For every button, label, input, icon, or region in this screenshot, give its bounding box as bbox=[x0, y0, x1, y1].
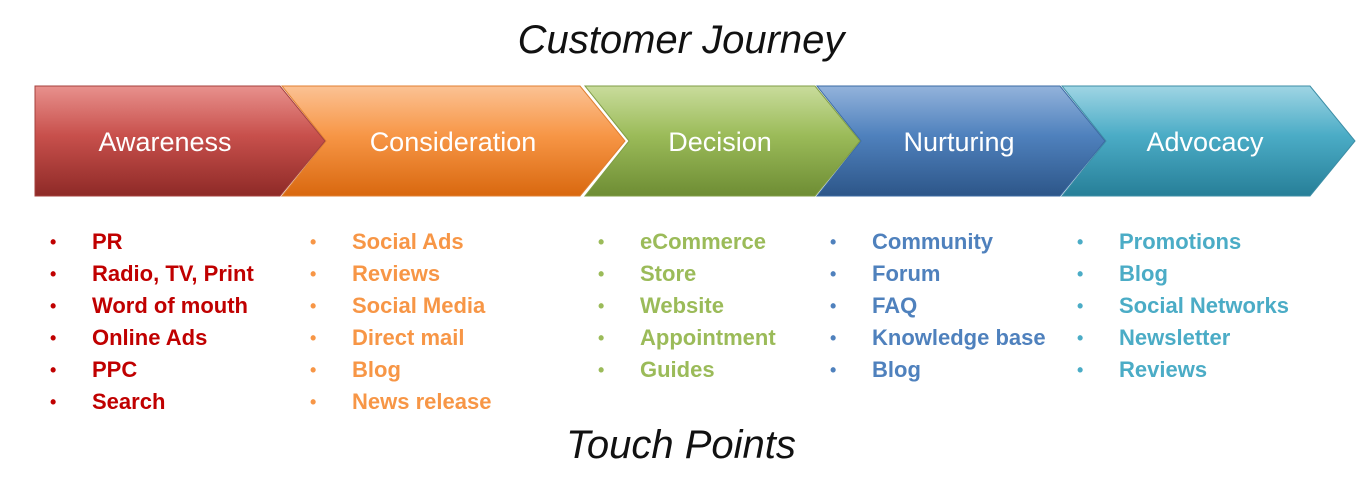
touchpoint-list-consideration: • Social Ads • Reviews • Social Media • Dire… bbox=[310, 226, 491, 418]
touchpoint-item: • Word of mouth bbox=[50, 290, 254, 322]
touchpoint-label: Community bbox=[872, 229, 993, 254]
bullet-icon: • bbox=[310, 232, 317, 252]
bullet-icon: • bbox=[598, 360, 605, 380]
touchpoint-label: Radio, TV, Print bbox=[92, 261, 254, 286]
touchpoint-item: • Promotions bbox=[1077, 226, 1289, 258]
touchpoint-label: Social Ads bbox=[352, 229, 464, 254]
touchpoint-item: • Store bbox=[598, 258, 776, 290]
touchpoint-label: eCommerce bbox=[640, 229, 766, 254]
bullet-icon: • bbox=[310, 360, 317, 380]
touchpoint-item: • PR bbox=[50, 226, 254, 258]
touchpoint-item: • Social Networks bbox=[1077, 290, 1289, 322]
touchpoint-item: • Blog bbox=[830, 354, 1046, 386]
bullet-icon: • bbox=[50, 392, 57, 412]
bullet-icon: • bbox=[310, 296, 317, 316]
touchpoint-label: Promotions bbox=[1119, 229, 1242, 254]
touchpoint-item: • Online Ads bbox=[50, 322, 254, 354]
touchpoint-label: Appointment bbox=[640, 325, 776, 350]
bullet-icon: • bbox=[830, 360, 837, 380]
touchpoint-label: Reviews bbox=[1119, 357, 1208, 382]
touchpoint-item: • Reviews bbox=[1077, 354, 1289, 386]
bullet-icon: • bbox=[598, 296, 605, 316]
bullet-icon: • bbox=[830, 264, 837, 284]
touchpoint-label: Store bbox=[640, 261, 697, 286]
touchpoint-item: • Social Media bbox=[310, 290, 491, 322]
touchpoint-item: • eCommerce bbox=[598, 226, 776, 258]
touchpoint-label: Forum bbox=[872, 261, 941, 286]
touchpoint-label: Guides bbox=[640, 357, 715, 382]
touchpoint-label: PR bbox=[92, 229, 123, 254]
touchpoint-label: Word of mouth bbox=[92, 293, 248, 318]
touchpoint-list-decision: •eCommerce •Store •Website •Appointment … bbox=[598, 226, 776, 386]
touchpoint-item: • Direct mail bbox=[310, 322, 491, 354]
touchpoint-list-nurturing: • Community • Forum • FAQ • Knowledge base •… bbox=[830, 226, 1046, 386]
touchpoint-item: • Social Ads bbox=[310, 226, 491, 258]
touchpoint-label: PPC bbox=[92, 357, 138, 382]
touchpoint-item: • Knowledge base bbox=[830, 322, 1046, 354]
bullet-icon: • bbox=[50, 360, 57, 380]
stage-label-nurturing: Nurturing bbox=[903, 127, 1014, 157]
touchpoint-label: Blog bbox=[352, 357, 401, 382]
touchpoint-label: News release bbox=[352, 389, 492, 414]
touchpoint-item: • News release bbox=[310, 386, 491, 418]
touchpoint-item: • Forum bbox=[830, 258, 1046, 290]
stage-label-consideration: Consideration bbox=[370, 127, 537, 157]
touchpoint-item: • Guides bbox=[598, 354, 776, 386]
stage-arrow-consideration: Consideration bbox=[280, 85, 626, 197]
touchpoint-item: • PPC bbox=[50, 354, 254, 386]
bullet-icon: • bbox=[50, 264, 57, 284]
touchpoint-item: • Reviews bbox=[310, 258, 491, 290]
touchpoint-label: Direct mail bbox=[352, 325, 465, 350]
stage-arrow-advocacy: Advocacy bbox=[1060, 85, 1356, 197]
stage-label-awareness: Awareness bbox=[98, 127, 231, 157]
touchpoint-item: • Search bbox=[50, 386, 254, 418]
bullet-icon: • bbox=[310, 392, 317, 412]
bullet-icon: • bbox=[598, 264, 605, 284]
diagram-title: Customer Journey bbox=[517, 18, 845, 62]
stage-arrow-decision: Decision bbox=[583, 85, 861, 197]
stage-arrow-nurturing: Nurturing bbox=[815, 85, 1106, 197]
touchpoint-label: Newsletter bbox=[1119, 325, 1231, 350]
touchpoint-label: FAQ bbox=[872, 293, 918, 318]
touchpoint-label: Online Ads bbox=[92, 325, 208, 350]
touchpoint-item: • Website bbox=[598, 290, 776, 322]
bullet-icon: • bbox=[1077, 232, 1084, 252]
bullet-icon: • bbox=[830, 232, 837, 252]
touchpoint-item: • Community bbox=[830, 226, 1046, 258]
bullet-icon: • bbox=[1077, 360, 1084, 380]
touchpoint-label: Blog bbox=[1119, 261, 1168, 286]
touchpoint-label: Social Media bbox=[352, 293, 486, 318]
stage-label-advocacy: Advocacy bbox=[1146, 127, 1264, 157]
touchpoint-label: Search bbox=[92, 389, 166, 414]
stage-label-decision: Decision bbox=[668, 127, 772, 157]
bullet-icon: • bbox=[310, 264, 317, 284]
bullet-icon: • bbox=[50, 232, 57, 252]
touchpoint-list-awareness: • PR • Radio, TV, Print • Word of mouth • On… bbox=[50, 226, 254, 418]
bullet-icon: • bbox=[830, 328, 837, 348]
bullet-icon: • bbox=[830, 296, 837, 316]
bullet-icon: • bbox=[1077, 296, 1084, 316]
touchpoint-item: • Blog bbox=[310, 354, 491, 386]
touchpoint-label: Website bbox=[640, 293, 724, 318]
touchpoint-item: • Blog bbox=[1077, 258, 1289, 290]
touchpoint-label: Social Networks bbox=[1119, 293, 1289, 318]
touchpoint-label: Knowledge base bbox=[872, 325, 1046, 350]
bullet-icon: • bbox=[1077, 328, 1084, 348]
stage-arrow-awareness: Awareness bbox=[34, 85, 326, 197]
touchpoint-label: Reviews bbox=[352, 261, 441, 286]
touchpoint-label: Blog bbox=[872, 357, 921, 382]
bullet-icon: • bbox=[50, 328, 57, 348]
bullet-icon: • bbox=[598, 328, 605, 348]
diagram-subtitle: Touch Points bbox=[566, 423, 796, 467]
bullet-icon: • bbox=[50, 296, 57, 316]
bullet-icon: • bbox=[310, 328, 317, 348]
bullet-icon: • bbox=[598, 232, 605, 252]
touchpoint-item: • Appointment bbox=[598, 322, 776, 354]
touchpoint-list-advocacy: • Promotions • Blog • Social Networks • News… bbox=[1077, 226, 1289, 386]
touchpoint-item: • Newsletter bbox=[1077, 322, 1289, 354]
touchpoint-item: • FAQ bbox=[830, 290, 1046, 322]
touchpoint-item: • Radio, TV, Print bbox=[50, 258, 254, 290]
bullet-icon: • bbox=[1077, 264, 1084, 284]
